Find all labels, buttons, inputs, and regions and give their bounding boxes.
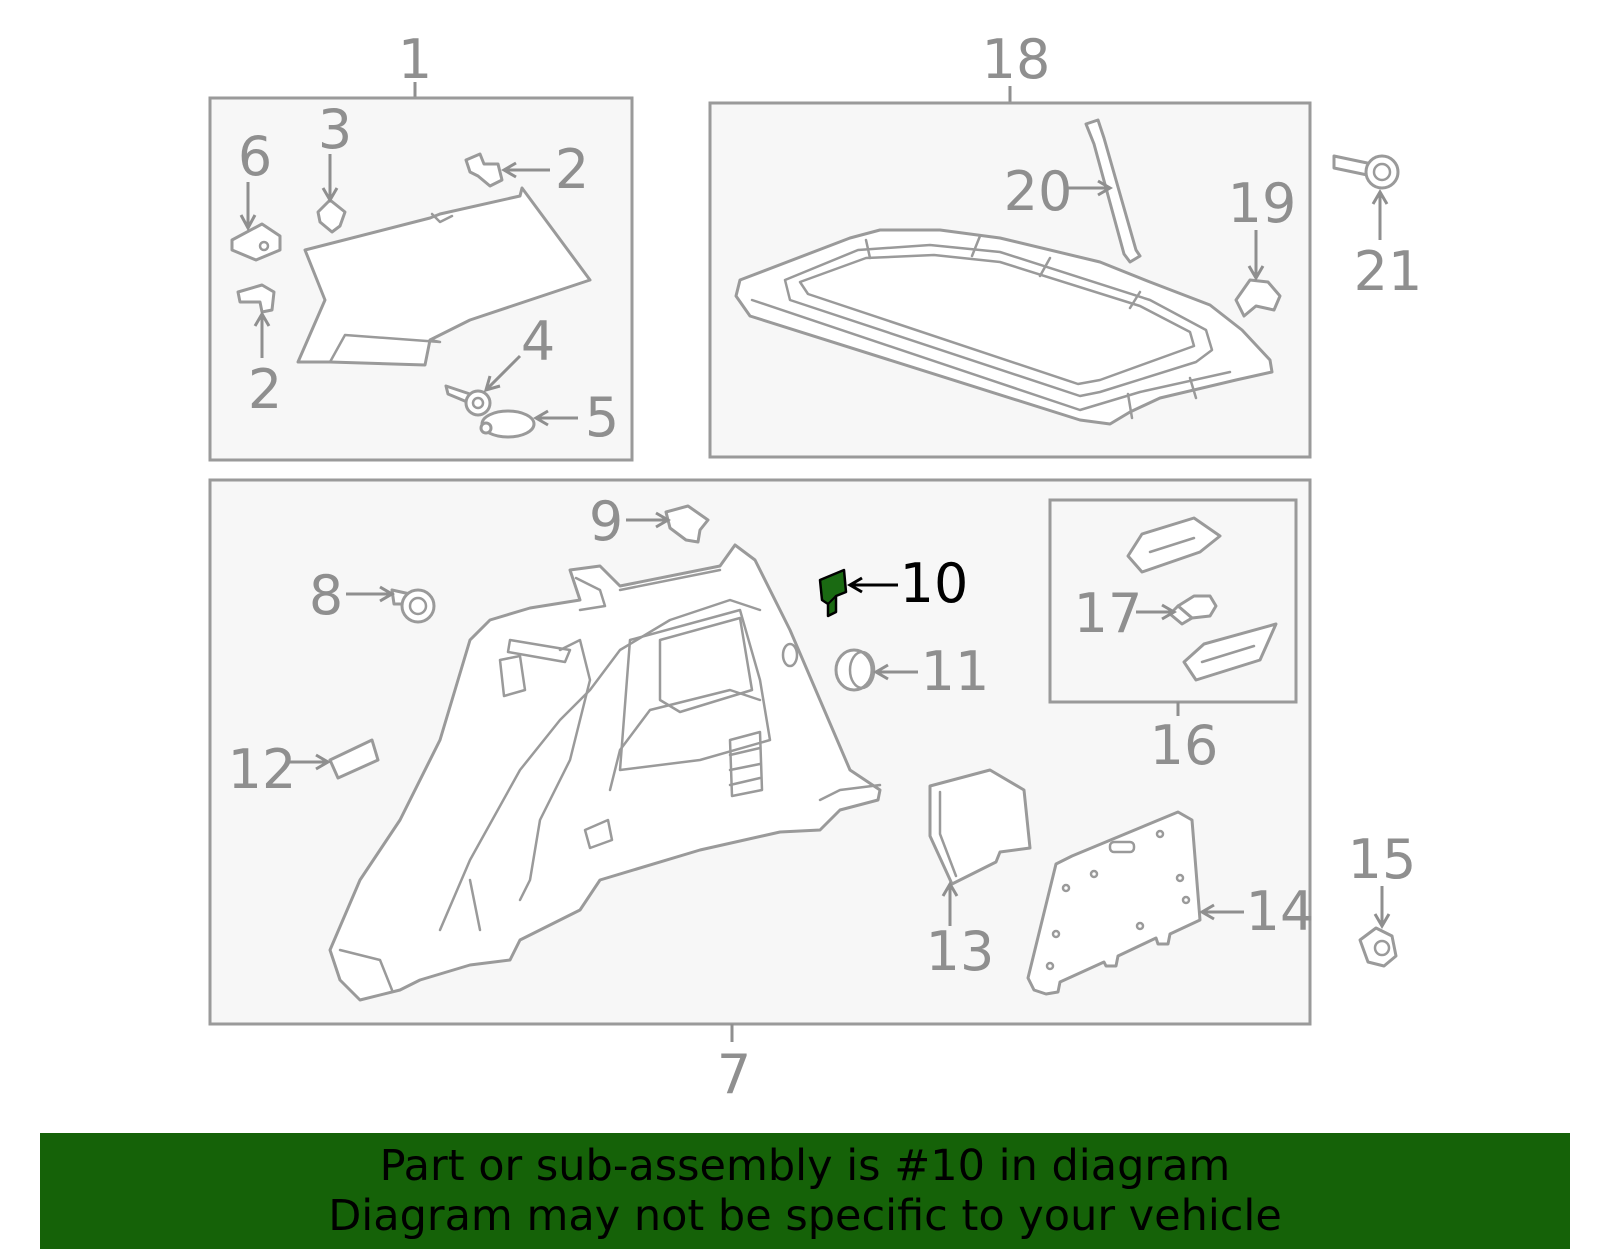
callout-12: 12 [228,738,297,801]
callout-5: 5 [585,386,619,449]
callout-2-upper: 2 [555,138,589,201]
callout-8: 8 [309,564,343,627]
banner-line-2: Diagram may not be specific to your vehi… [328,1191,1282,1241]
callout-11: 11 [921,640,990,703]
upper-trim-panel [296,186,592,367]
callout-4: 4 [521,310,555,373]
clip-2-lower [236,283,276,314]
callout-17: 17 [1074,582,1143,645]
callout-16: 16 [1150,714,1219,777]
access-panel-14 [1026,810,1202,996]
side-trim-panel [328,543,882,1002]
lamp-lens [1182,622,1278,682]
callout-10: 10 [900,552,969,615]
group-box-16 [1048,498,1298,716]
callout-20: 20 [1004,160,1073,223]
support-strut-20 [1084,118,1142,264]
clip-9 [664,504,710,544]
lid-13 [928,768,1032,886]
callout-7: 7 [717,1043,751,1106]
plug-11 [834,648,874,692]
callout-2-lower: 2 [248,358,282,421]
callout-13: 13 [926,920,995,983]
clip-15 [1358,926,1398,968]
callout-19: 19 [1228,172,1297,235]
callout-15: 15 [1348,828,1417,891]
callout-3: 3 [318,98,352,161]
banner-line-1: Part or sub-assembly is #10 in diagram [379,1141,1231,1191]
cargo-floor-panel [734,228,1274,426]
info-banner: Part or sub-assembly is #10 in diagram D… [40,1133,1570,1249]
highlighted-part-10 [818,568,848,618]
clip-2-upper [464,152,504,188]
callout-1: 1 [398,28,432,91]
callout-14: 14 [1246,880,1315,943]
clip-19 [1234,278,1282,318]
callout-21: 21 [1354,240,1423,303]
clip-6 [230,222,282,262]
callout-18: 18 [982,28,1051,91]
callout-6: 6 [238,125,272,188]
callout-9: 9 [589,490,623,553]
cover-12 [328,738,380,780]
